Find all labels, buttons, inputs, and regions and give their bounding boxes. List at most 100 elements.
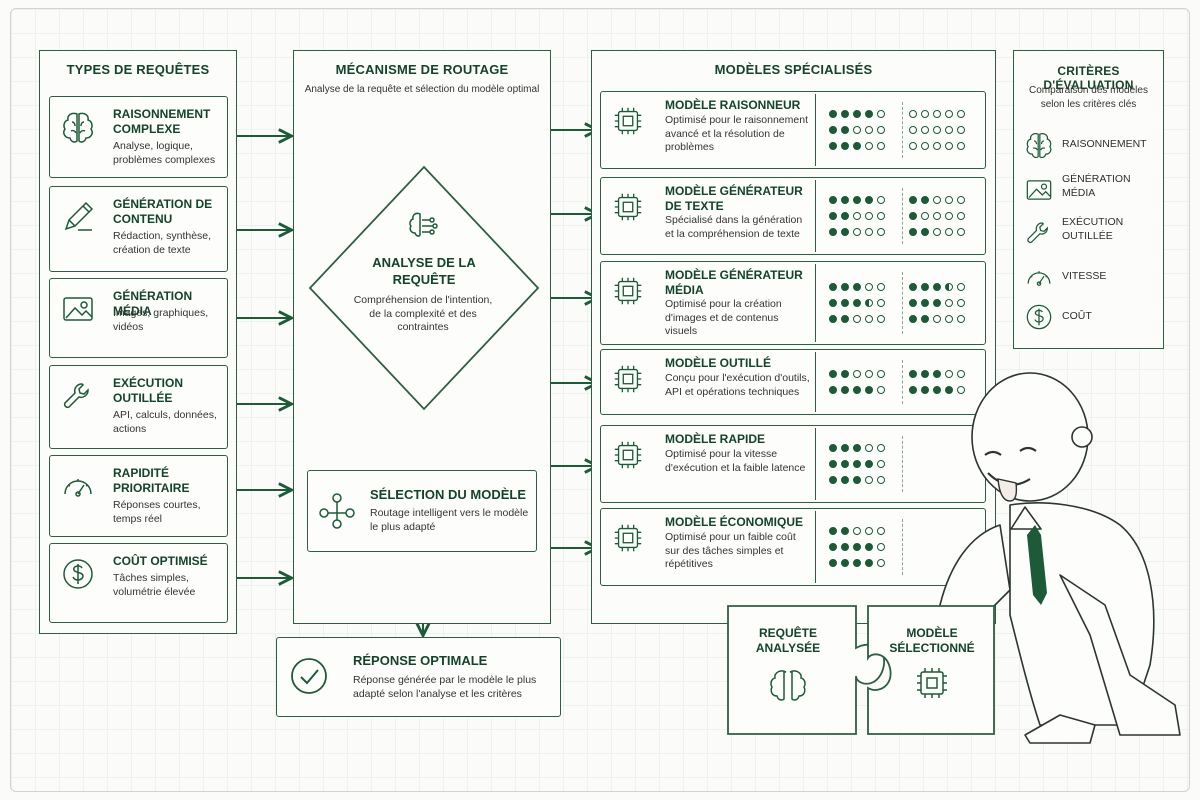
rating-dot — [945, 283, 953, 291]
rating-group-right — [909, 106, 965, 154]
rating-dot — [853, 315, 861, 323]
rating-dot — [909, 126, 917, 134]
card-divider — [815, 94, 816, 166]
image-icon — [60, 291, 96, 327]
rating-dot — [829, 110, 837, 118]
rating-row — [829, 539, 885, 555]
rating-dot — [877, 315, 885, 323]
rating-dot — [933, 212, 941, 220]
rating-row — [909, 279, 965, 295]
rating-dot — [865, 460, 873, 468]
rating-row — [909, 311, 965, 327]
rating-dot — [829, 370, 837, 378]
request-type-desc: Rédaction, synthèse, création de texte — [113, 230, 212, 256]
rating-dot — [909, 196, 917, 204]
rating-dot — [865, 476, 873, 484]
rating-dot — [829, 315, 837, 323]
criteria-label: EXÉCUTION OUTILLÉE — [1062, 216, 1124, 242]
rating-dot — [877, 559, 885, 567]
rating-dot — [945, 386, 953, 394]
rating-dot — [933, 283, 941, 291]
rating-dot — [841, 543, 849, 551]
rating-row — [829, 555, 885, 571]
rating-dot — [945, 142, 953, 150]
rating-divider — [902, 436, 903, 492]
rating-dot — [865, 543, 873, 551]
rating-divider — [902, 188, 903, 244]
rating-dot — [933, 315, 941, 323]
request-type-desc: API, calculs, données, actions — [113, 409, 217, 435]
rating-dot — [865, 386, 873, 394]
rating-dot — [957, 228, 965, 236]
rating-row — [909, 382, 965, 398]
rating-divider — [902, 360, 903, 404]
request-type-desc: Images, graphiques, vidéos — [113, 307, 209, 333]
rating-dot — [865, 196, 873, 204]
puzzle-right-label: MODÈLE SÉLECTIONNÉ — [889, 626, 975, 655]
rating-dot — [841, 386, 849, 394]
rating-dot — [853, 110, 861, 118]
rating-dot — [853, 228, 861, 236]
routing-title: MÉCANISME DE ROUTAGE — [335, 62, 509, 77]
request-type-title: EXÉCUTION OUTILLÉE — [113, 376, 184, 405]
rating-dot — [853, 444, 861, 452]
rating-row — [909, 138, 965, 154]
rating-dot — [921, 142, 929, 150]
selection-desc: Routage intelligent vers le modèle le pl… — [370, 507, 529, 533]
rating-dot — [853, 386, 861, 394]
rating-dot — [933, 196, 941, 204]
mascot-illustration — [929, 372, 1181, 744]
brain-icon — [1024, 130, 1054, 160]
rating-row — [829, 122, 885, 138]
gauge-icon — [60, 468, 96, 504]
rating-dot — [841, 444, 849, 452]
rating-row — [829, 295, 885, 311]
rating-dot — [841, 315, 849, 323]
rating-group-left — [829, 366, 885, 398]
rating-dot — [921, 370, 929, 378]
rating-dot — [933, 370, 941, 378]
rating-dot — [957, 142, 965, 150]
rating-dot — [865, 370, 873, 378]
rating-dot — [957, 386, 965, 394]
rating-dot — [909, 315, 917, 323]
rating-dot — [909, 110, 917, 118]
rating-dot — [865, 444, 873, 452]
request-type-desc: Tâches simples, volumétrie élevée — [113, 572, 196, 598]
rating-dot — [853, 126, 861, 134]
rating-dot — [865, 527, 873, 535]
rating-group-left — [829, 192, 885, 240]
rating-dot — [933, 126, 941, 134]
model-title: MODÈLE RAPIDE — [665, 432, 766, 446]
rating-dot — [853, 527, 861, 535]
request-type-card: GÉNÉRATION DE CONTENU Rédaction, synthèse… — [49, 186, 228, 272]
gauge-icon — [1024, 262, 1054, 292]
rating-dot — [841, 299, 849, 307]
rating-dot — [841, 283, 849, 291]
rating-group-left — [829, 106, 885, 154]
rating-dot — [933, 386, 941, 394]
rating-dot — [877, 386, 885, 394]
puzzle-pieces — [727, 605, 995, 735]
rating-dot — [865, 299, 873, 307]
rating-dot — [933, 110, 941, 118]
model-title: MODÈLE RAISONNEUR — [665, 98, 801, 112]
rating-dot — [877, 299, 885, 307]
rating-dot — [829, 228, 837, 236]
request-type-title: GÉNÉRATION DE CONTENU — [113, 197, 213, 226]
analysis-title: ANALYSE DE LA REQUÊTE — [372, 255, 476, 287]
card-divider — [815, 264, 816, 342]
image-icon — [1024, 175, 1054, 205]
rating-dot — [853, 476, 861, 484]
rating-row — [829, 382, 885, 398]
rating-divider — [902, 519, 903, 575]
rating-dot — [945, 212, 953, 220]
model-desc: Spécialisé dans la génération et la comp… — [665, 214, 803, 240]
rating-dot — [853, 196, 861, 204]
rating-dot — [841, 527, 849, 535]
rating-dot — [877, 370, 885, 378]
